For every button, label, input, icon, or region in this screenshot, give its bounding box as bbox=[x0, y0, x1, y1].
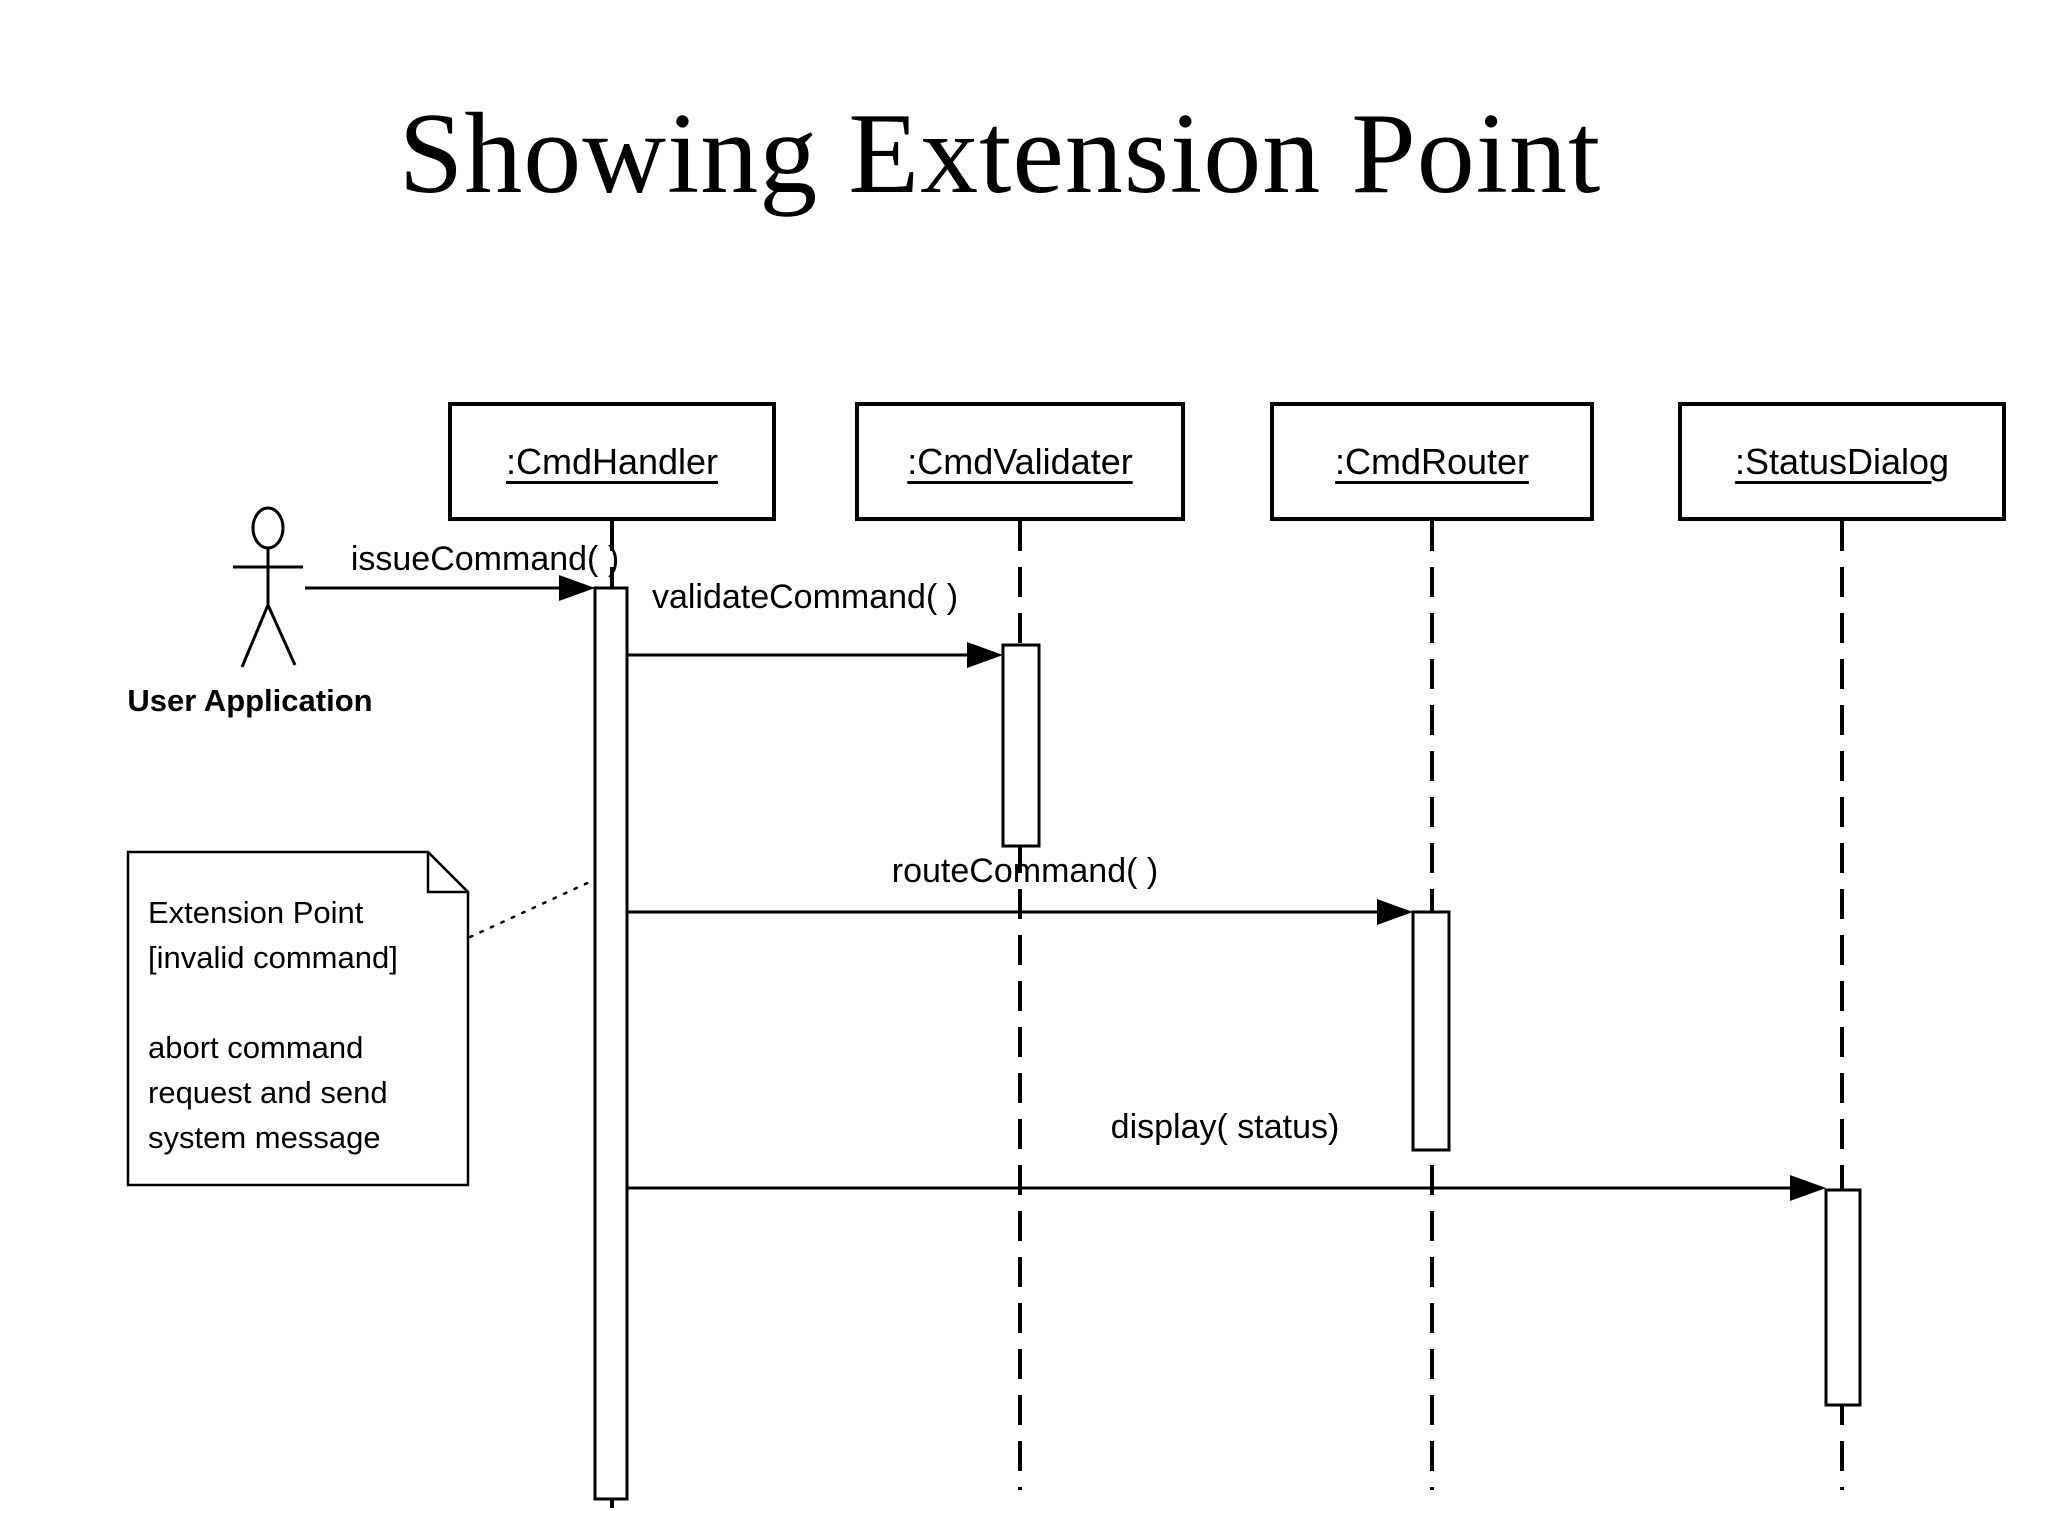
object-box-cmdvalidater: :CmdValidater bbox=[855, 402, 1185, 521]
page-title: Showing Extension Point bbox=[398, 90, 1602, 218]
actor-leg-right bbox=[266, 604, 297, 666]
arrowhead-icon bbox=[967, 642, 1003, 668]
message-label-display-status: display( status) bbox=[1110, 1108, 1340, 1146]
actor-stick-figure-icon bbox=[233, 506, 303, 668]
note-outline bbox=[126, 850, 470, 1187]
message-arrow-routecommand bbox=[627, 899, 1413, 925]
message-label-issuecommand: issueCommand( ) bbox=[350, 540, 620, 578]
object-box-cmdhandler: :CmdHandler bbox=[448, 402, 776, 521]
arrowhead-icon bbox=[1377, 899, 1413, 925]
activation-bars bbox=[593, 586, 1862, 1501]
object-label-cmdhandler: :CmdHandler bbox=[505, 440, 719, 482]
message-label-routecommand: routeCommand( ) bbox=[891, 852, 1159, 890]
note-line bbox=[148, 980, 458, 1025]
arrowhead-icon bbox=[1790, 1175, 1826, 1201]
message-label-validatecommand: validateCommand( ) bbox=[651, 578, 959, 616]
note-fold-corner-icon bbox=[426, 852, 468, 894]
actor-head bbox=[251, 506, 285, 550]
lifelines bbox=[610, 521, 1844, 1508]
message-arrow-display-status bbox=[627, 1175, 1826, 1201]
note-line: Extension Point bbox=[148, 895, 364, 930]
activation-statusdialog bbox=[1824, 1188, 1862, 1407]
activation-cmdrouter bbox=[1411, 910, 1451, 1152]
note-line: request and send bbox=[148, 1075, 388, 1110]
note-line: [invalid command] bbox=[148, 940, 398, 975]
actor-leg-left bbox=[240, 604, 270, 668]
message-arrows bbox=[305, 575, 1826, 1201]
object-label-cmdrouter: :CmdRouter bbox=[1334, 440, 1530, 482]
note-shape bbox=[126, 850, 596, 1187]
object-label-statusdialog: :StatusDialog bbox=[1734, 440, 1950, 482]
object-label-cmdvalidater: :CmdValidater bbox=[907, 440, 1133, 482]
object-box-statusdialog: :StatusDialog bbox=[1678, 402, 2006, 521]
message-arrow-issuecommand bbox=[305, 575, 595, 601]
note-line: abort command bbox=[148, 1030, 364, 1065]
message-arrow-validatecommand bbox=[627, 642, 1003, 668]
note-text: Extension Point [invalid command] abort … bbox=[148, 890, 458, 1160]
object-box-cmdrouter: :CmdRouter bbox=[1270, 402, 1594, 521]
activation-cmdvalidater bbox=[1001, 643, 1041, 848]
actor-label: User Application bbox=[127, 683, 373, 718]
note-line: system message bbox=[148, 1120, 381, 1155]
arrowhead-icon bbox=[559, 575, 595, 601]
note-anchor-dotted-line bbox=[468, 878, 596, 939]
activation-cmdhandler bbox=[593, 586, 629, 1501]
